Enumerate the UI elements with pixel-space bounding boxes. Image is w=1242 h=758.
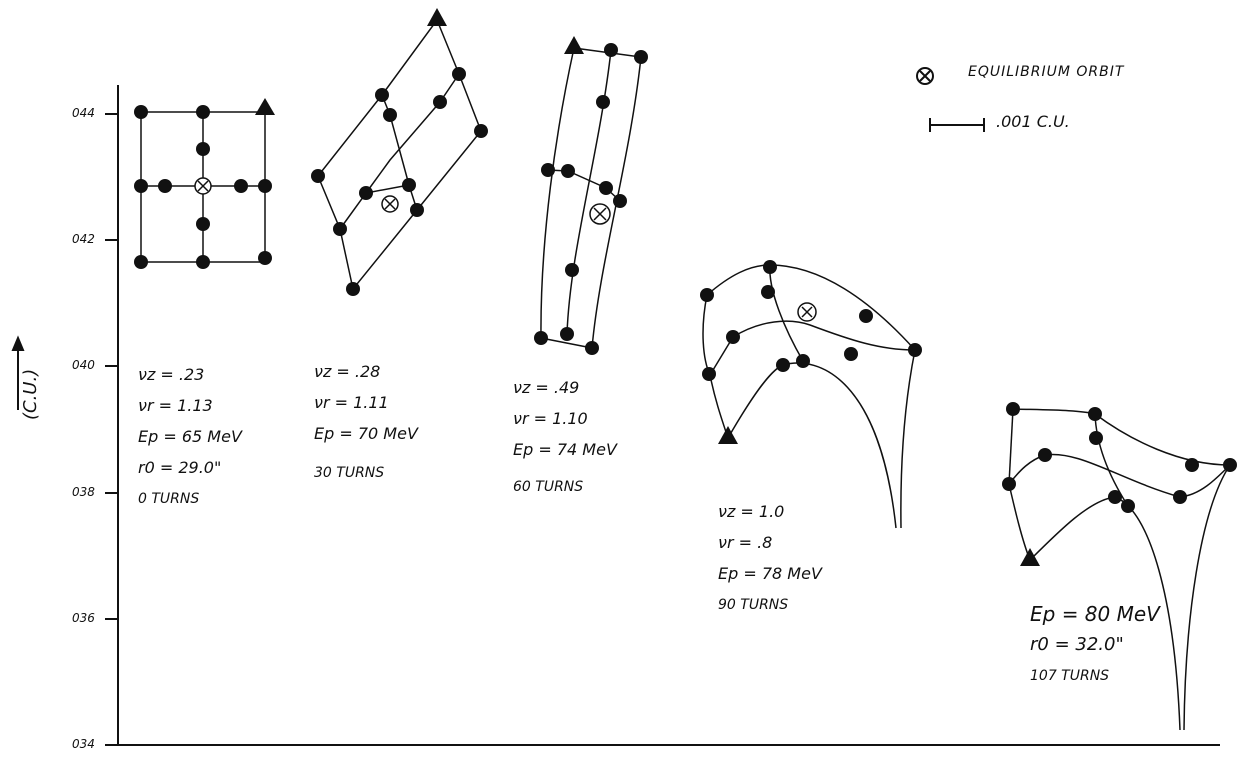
- panel-107-turns: [1002, 402, 1237, 731]
- y-axis-arrow: [11, 335, 25, 410]
- panel-60-turns: [534, 36, 648, 355]
- panel-30-param: νr = 1.11: [314, 393, 389, 412]
- panel-0-turns: 0 Turns: [138, 491, 200, 507]
- panel-60-params: νz = .49 νr = 1.10 Ep = 74 MeV 60 Turns: [513, 378, 617, 508]
- panel-30-param: Ep = 70 MeV: [314, 424, 418, 443]
- tick-label-034: 034: [72, 737, 95, 751]
- panel-30-params: νz = .28 νr = 1.11 Ep = 70 MeV 30 Turns: [314, 362, 418, 494]
- panel-90-turns: [700, 260, 922, 529]
- panel-107-params: Ep = 80 MeV r0 = 32.0" 107 Turns: [1030, 604, 1160, 697]
- panel-60-param: Ep = 74 MeV: [513, 440, 617, 459]
- legend-scale-label: .001 C.U.: [996, 112, 1070, 131]
- legend-equilibrium-label: Equilibrium Orbit: [968, 64, 1125, 80]
- panel-60-param: νz = .49: [513, 378, 580, 397]
- panel-60-param: νr = 1.10: [513, 409, 588, 428]
- tick-label-044: 044: [72, 106, 95, 120]
- panel-107-param: Ep = 80 MeV: [1030, 602, 1160, 626]
- panel-107-param: r0 = 32.0": [1030, 634, 1124, 655]
- tick-label-038: 038: [72, 485, 95, 499]
- panel-30-turns: 30 Turns: [314, 465, 385, 481]
- tick-label-040: 040: [72, 358, 95, 372]
- panel-30-param: νz = .28: [314, 362, 381, 381]
- tick-label-036: 036: [72, 611, 95, 625]
- panel-107-turns: 107 Turns: [1030, 668, 1110, 684]
- panel-0-turns: [134, 98, 275, 269]
- tick-label-042: 042: [72, 232, 95, 246]
- panel-90-params: νz = 1.0 νr = .8 Ep = 78 MeV 90 Turns: [718, 502, 822, 626]
- panel-0-param: νz = .23: [138, 365, 205, 384]
- panel-0-param: νr = 1.13: [138, 396, 213, 415]
- legend-scale-bar: [929, 118, 985, 132]
- panel-0-params: νz = .23 νr = 1.13 Ep = 65 MeV r0 = 29.0…: [138, 365, 242, 520]
- y-ticks: [105, 113, 118, 746]
- y-axis-label: (C.U.): [20, 368, 41, 420]
- panel-0-param: r0 = 29.0": [138, 458, 222, 477]
- panel-90-param: νz = 1.0: [718, 502, 785, 521]
- panel-90-turns: 90 Turns: [718, 597, 789, 613]
- panel-90-param: Ep = 78 MeV: [718, 564, 822, 583]
- panel-30-turns: [311, 8, 488, 296]
- panel-90-param: νr = .8: [718, 533, 773, 552]
- legend-equilibrium-symbol: [916, 67, 934, 85]
- panel-60-turns: 60 Turns: [513, 479, 584, 495]
- panel-0-param: Ep = 65 MeV: [138, 427, 242, 446]
